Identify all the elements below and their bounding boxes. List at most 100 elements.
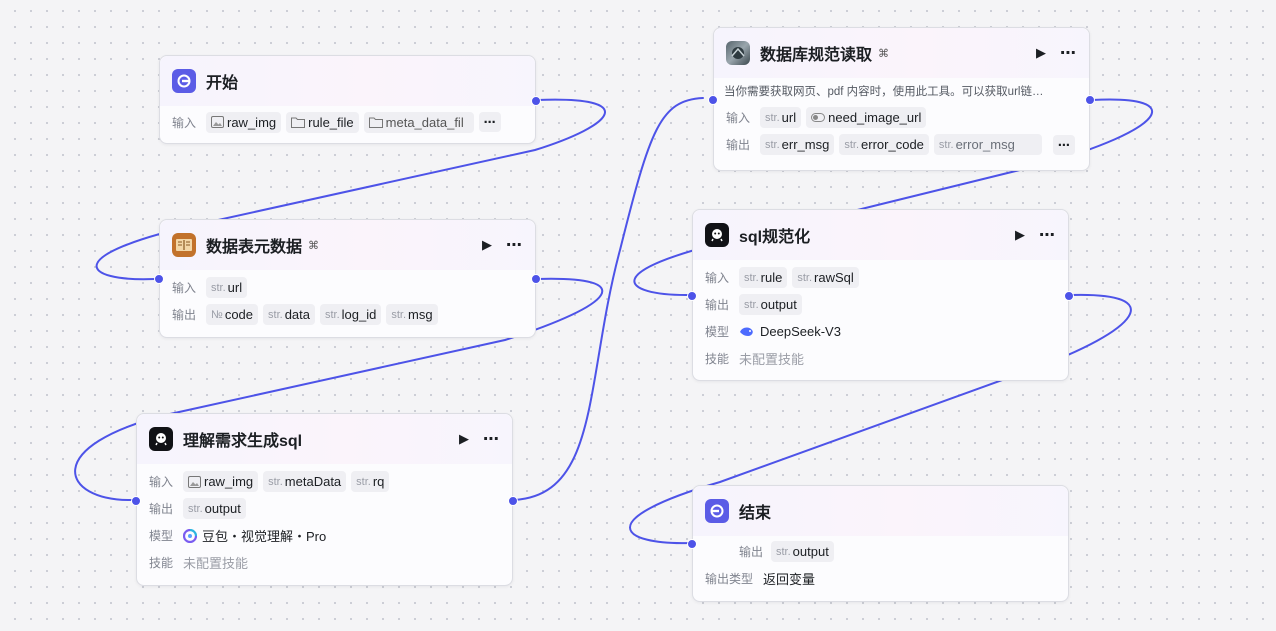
model-label: 模型 — [705, 325, 730, 339]
run-button[interactable]: ▶ — [459, 431, 469, 446]
folder-icon — [291, 117, 306, 128]
output-tag: str.msg — [386, 304, 438, 325]
input-label: 输入 — [149, 475, 174, 489]
start-node[interactable]: 开始 输入 raw_img rule_file meta_data_fil ⋯ — [159, 55, 541, 144]
folder-icon — [368, 117, 383, 128]
input-tag: str.rq — [351, 471, 390, 492]
input-tag: str.url — [206, 277, 248, 298]
sql-norm-node[interactable]: sql规范化 ▶ ⋯ 输入 str.rule str.rawSql 输出 str… — [687, 209, 1074, 381]
input-tag: rule_file — [286, 111, 359, 133]
end-icon — [705, 499, 729, 523]
input-row: 输入 raw_img str.metaData str.rq — [137, 468, 512, 495]
more-inputs-button[interactable]: ⋯ — [478, 112, 501, 132]
node-title: 理解需求生成sql — [183, 433, 303, 450]
output-tag: str.output — [771, 541, 834, 562]
node-header: 数据库规范读取 ⌘ ▶ ⋯ — [714, 28, 1089, 78]
skill-row: 技能 未配置技能 — [693, 345, 1068, 372]
skill-row: 技能 未配置技能 — [137, 549, 512, 576]
node-header: 数据表元数据 ⌘ ▶ ⋯ — [160, 220, 535, 270]
doubao-model-icon — [183, 528, 197, 543]
tag-name: rule_file — [308, 114, 354, 130]
input-port[interactable] — [708, 95, 718, 105]
output-port[interactable] — [531, 96, 541, 106]
run-button[interactable]: ▶ — [1015, 227, 1025, 242]
output-port[interactable] — [531, 274, 541, 284]
node-description: 当你需要获取网页、pdf 内容时，使用此工具。可以获取url链… — [724, 86, 1044, 98]
plugin-badge-icon: ⌘ — [878, 47, 890, 60]
input-tag: str.rule — [739, 267, 788, 288]
output-label: 输出 — [726, 138, 751, 152]
output-label: 输出 — [172, 308, 197, 322]
input-port[interactable] — [687, 291, 697, 301]
output-tag: str.err_msg — [760, 134, 835, 155]
node-header: 理解需求生成sql ▶ ⋯ — [137, 414, 512, 464]
model-label: 模型 — [149, 529, 174, 543]
input-label: 输入 — [172, 281, 197, 295]
node-header: 开始 — [160, 56, 535, 106]
output-type-label: 输出类型 — [705, 572, 754, 586]
deepseek-model-icon — [740, 327, 753, 336]
input-tag: str.rawSql — [792, 267, 859, 288]
model-row: 模型 DeepSeek-V3 — [693, 318, 1068, 345]
input-label: 输入 — [726, 111, 751, 125]
input-port[interactable] — [154, 274, 164, 284]
input-tag: raw_img — [183, 471, 259, 492]
output-port[interactable] — [1064, 291, 1074, 301]
image-icon — [188, 475, 201, 488]
skill-value: 未配置技能 — [183, 556, 249, 571]
understand-node[interactable]: 理解需求生成sql ▶ ⋯ 输入 raw_img str.metaData st… — [131, 413, 518, 586]
model-row: 模型 豆包・视觉理解・Pro — [137, 522, 512, 549]
plugin-badge-icon: ⌘ — [308, 239, 320, 252]
start-icon — [172, 69, 196, 93]
more-button[interactable]: ⋯ — [483, 431, 500, 448]
output-tag: str.error_code — [839, 134, 929, 155]
more-outputs-button[interactable]: ⋯ — [1052, 134, 1075, 155]
output-tag: str.log_id — [320, 304, 382, 325]
input-port[interactable] — [687, 539, 697, 549]
plugin-image-icon — [726, 41, 750, 65]
input-tag: raw_img — [206, 111, 282, 133]
output-label: 输出 — [705, 298, 730, 312]
node-header: sql规范化 ▶ ⋯ — [693, 210, 1068, 260]
skill-value: 未配置技能 — [739, 352, 805, 367]
more-button[interactable]: ⋯ — [506, 237, 523, 254]
image-icon — [211, 116, 224, 128]
input-row: 输入 str.url — [160, 274, 535, 301]
input-row: 输入 raw_img rule_file meta_data_fil ⋯ — [160, 106, 535, 138]
tag-name: meta_data_fil — [385, 114, 464, 130]
input-tag: str.url — [760, 107, 802, 128]
input-tag: meta_data_fil — [363, 111, 474, 133]
output-port[interactable] — [508, 496, 518, 506]
toggle-icon — [811, 113, 826, 122]
output-row: 输出 str.output — [693, 291, 1068, 318]
tag-name: raw_img — [227, 114, 277, 130]
output-type-row: 输出类型 返回变量 — [693, 565, 1068, 592]
end-node[interactable]: 结束 输出 str.output 输出类型 返回变量 — [687, 485, 1069, 602]
skill-label: 技能 — [705, 352, 730, 366]
run-button[interactable]: ▶ — [1036, 45, 1046, 60]
output-port[interactable] — [1085, 95, 1095, 105]
input-label: 输入 — [172, 115, 197, 130]
node-title: 数据库规范读取 — [760, 47, 873, 64]
node-title: 结束 — [739, 505, 772, 522]
edge-understand-to-db-read — [513, 97, 704, 501]
output-type-value: 返回变量 — [763, 572, 816, 587]
input-tag: need_image_url — [806, 107, 927, 128]
skill-label: 技能 — [149, 556, 174, 570]
more-button[interactable]: ⋯ — [1039, 227, 1056, 244]
db-read-node[interactable]: 数据库规范读取 ⌘ ▶ ⋯ 当你需要获取网页、pdf 内容时，使用此工具。可以获… — [708, 27, 1095, 171]
node-title: sql规范化 — [739, 229, 811, 246]
output-tag: str.output — [183, 498, 246, 519]
input-tag: str.metaData — [263, 471, 347, 492]
llm-icon — [705, 223, 729, 247]
node-title: 开始 — [206, 75, 239, 92]
run-button[interactable]: ▶ — [482, 237, 492, 252]
more-button[interactable]: ⋯ — [1060, 45, 1077, 62]
input-row: 输入 str.rule str.rawSql — [693, 264, 1068, 291]
output-label: 输出 — [738, 545, 763, 559]
output-tag: str.data — [263, 304, 315, 325]
input-port[interactable] — [131, 496, 141, 506]
